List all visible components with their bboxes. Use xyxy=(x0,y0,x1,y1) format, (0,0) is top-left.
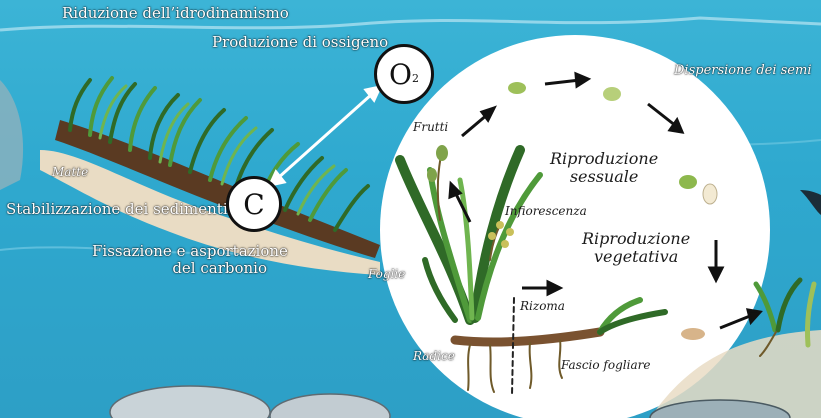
label-sexual-reproduction: Riproduzione sessuale xyxy=(550,150,658,185)
label-radice: Radice xyxy=(413,350,455,363)
label-foglie: Foglie xyxy=(368,268,405,281)
seedling-leaf xyxy=(778,280,800,330)
fruit xyxy=(436,145,448,161)
flower xyxy=(501,240,509,248)
label-rizoma: Rizoma xyxy=(520,300,565,313)
fish xyxy=(270,394,390,418)
fruit-opening xyxy=(603,87,621,101)
oxygen-symbol: O xyxy=(389,58,412,91)
label-sediment-stabilization: Stabilizzazione dei sedimenti xyxy=(6,201,228,218)
fruit-drifting xyxy=(508,82,526,94)
germinating-seed xyxy=(681,328,705,340)
label-carbon-fixation: Fissazione e asportazione del carbonio xyxy=(92,243,267,276)
label-leaf-bundle: Fascio fogliare xyxy=(561,359,650,372)
fruit xyxy=(427,168,437,182)
rock-outcrop xyxy=(0,80,23,190)
flower xyxy=(496,221,504,229)
exchange-arrow xyxy=(270,87,380,185)
oxygen-subscript: 2 xyxy=(412,72,419,85)
label-frutti: Frutti xyxy=(413,121,448,134)
blade xyxy=(70,80,90,130)
fish xyxy=(110,386,270,418)
arrowhead xyxy=(748,310,760,322)
label-seed-dispersal: Dispersione dei semi xyxy=(674,64,812,78)
fish-fin-edge xyxy=(800,190,821,215)
exchange-arrow-line xyxy=(278,94,372,178)
label-vegetative-reproduction: Riproduzione vegetativa xyxy=(582,230,690,265)
blade xyxy=(310,170,346,220)
seed xyxy=(703,184,717,204)
label-infiorescenza: Infiorescenza xyxy=(505,205,587,218)
carbon-symbol: C xyxy=(243,188,264,221)
label-matte: Matte xyxy=(52,166,88,179)
fruit-split xyxy=(679,175,697,189)
flower xyxy=(488,232,496,240)
blade xyxy=(190,110,224,172)
label-hydrodynamism: Riduzione dell’idrodinamismo xyxy=(62,5,289,22)
seedling-leaf xyxy=(756,284,775,330)
label-oxygen-production: Produzione di ossigeno xyxy=(212,34,388,51)
carbon-badge: C xyxy=(226,176,282,232)
flower xyxy=(506,228,514,236)
blade xyxy=(335,186,368,230)
